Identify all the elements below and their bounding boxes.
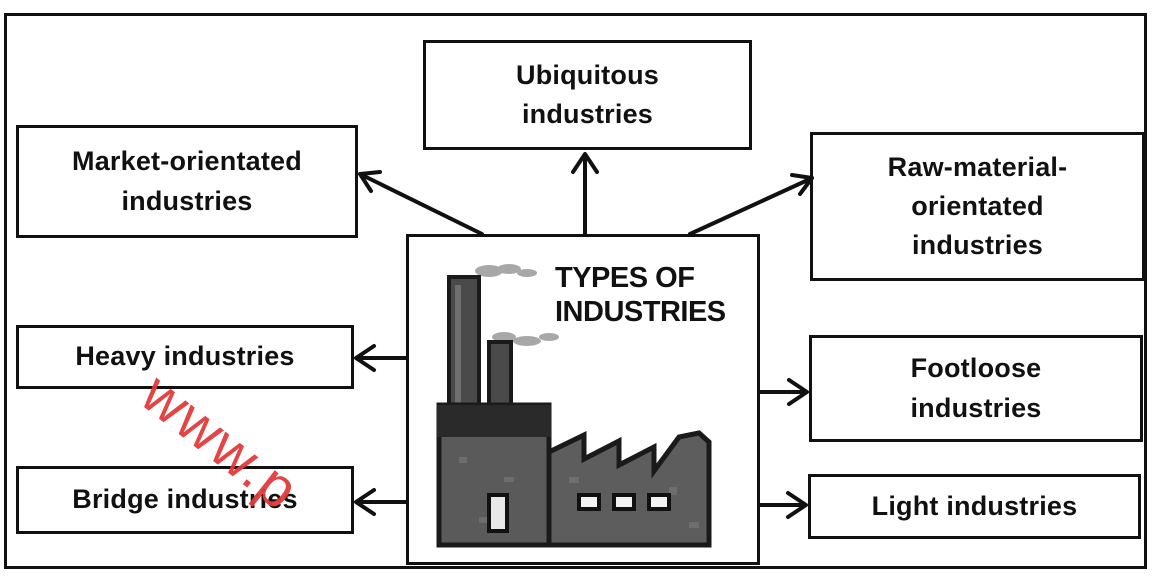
- box-heavy-industries: Heavy industries: [16, 325, 354, 389]
- label-raw-material-orientated-industries: Raw-material- orientated industries: [887, 151, 1068, 261]
- center-box-types-of-industries: TYPES OF INDUSTRIES: [406, 234, 760, 565]
- arrow-to-market-orientated: [358, 170, 484, 236]
- box-light-industries: Light industries: [808, 474, 1141, 539]
- arrow-to-bridge: [354, 488, 408, 516]
- outer-frame: [4, 13, 1147, 569]
- arrow-to-raw-material: [688, 173, 814, 236]
- label-footloose-industries: Footloose industries: [910, 353, 1042, 423]
- center-title: TYPES OF INDUSTRIES: [555, 262, 726, 329]
- box-raw-material-orientated-industries: Raw-material- orientated industries: [810, 132, 1145, 281]
- arrow-to-heavy: [354, 344, 408, 372]
- box-market-orientated-industries: Market-orientated industries: [16, 125, 358, 238]
- label-light-industries: Light industries: [871, 490, 1078, 521]
- arrow-to-footloose: [758, 378, 809, 406]
- label-bridge-industries: Bridge industries: [72, 484, 298, 515]
- arrow-to-ubiquitous: [571, 152, 599, 236]
- box-footloose-industries: Footloose industries: [809, 335, 1143, 442]
- label-market-orientated-industries: Market-orientated industries: [72, 146, 302, 216]
- box-bridge-industries: Bridge industries: [16, 466, 354, 534]
- label-heavy-industries: Heavy industries: [75, 341, 295, 372]
- label-ubiquitous-industries: Ubiquitous industries: [516, 59, 659, 129]
- box-ubiquitous-industries: Ubiquitous industries: [423, 40, 752, 150]
- arrow-to-light: [758, 491, 808, 519]
- factory-icon: [436, 264, 712, 548]
